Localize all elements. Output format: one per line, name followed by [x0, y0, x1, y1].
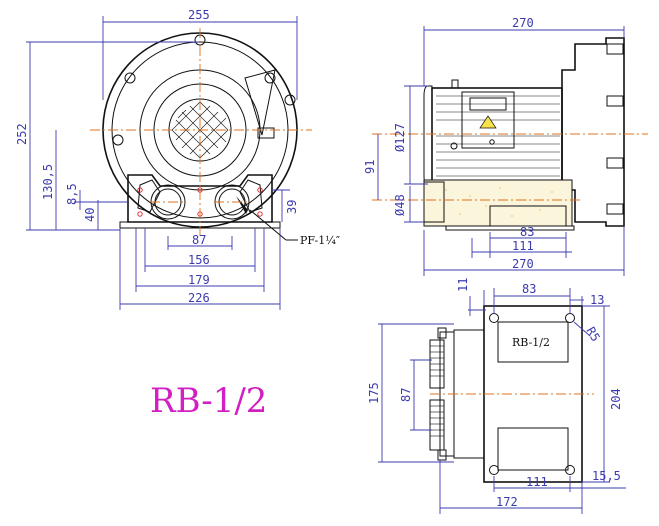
- fan-grille: [171, 101, 229, 159]
- dim-front-offset: 8,5: [65, 183, 79, 205]
- dim-front-feet-holes: 179: [188, 273, 210, 287]
- dim-plan-right-204: 204: [609, 388, 623, 410]
- front-dimension-lines: [26, 16, 298, 310]
- dim-plan-bottom-15-5: 15,5: [592, 469, 621, 483]
- dim-plan-top-83: 83: [522, 282, 536, 296]
- dim-front-port-height: 39: [285, 200, 299, 214]
- dim-side-motor-diameter: Ø127: [393, 123, 407, 152]
- dim-side-outlet-diameter: Ø48: [393, 194, 407, 216]
- terminal-box: [461, 91, 515, 149]
- dim-plan-top-13: 13: [590, 293, 604, 307]
- dim-side-feet-111: 111: [512, 239, 534, 253]
- front-view: 255 252 130,5 8,5 40 39 87 156 179 226 P…: [15, 8, 340, 310]
- dim-front-inner-feet: 156: [188, 253, 210, 267]
- dim-front-port-spacing: 87: [192, 233, 206, 247]
- plate-label: RB-1/2: [512, 336, 550, 349]
- dim-front-width-top: 255: [188, 8, 210, 22]
- dim-plan-left-175: 175: [367, 382, 381, 404]
- dim-side-length-bottom: 270: [512, 257, 534, 271]
- model-title: RB-1/2: [150, 381, 267, 421]
- warning-icon: [479, 115, 497, 129]
- dim-plan-top-11: 11: [456, 278, 470, 292]
- plan-dimension-lines: [378, 288, 626, 514]
- dim-plan-left-87: 87: [399, 388, 413, 402]
- dim-front-center-height: 130,5: [41, 164, 55, 200]
- dim-front-base-height: 40: [83, 208, 97, 222]
- side-view: 270 Ø127 Ø48 91 83 111 270: [363, 16, 648, 276]
- dim-front-height-total: 252: [15, 123, 29, 145]
- dim-plan-bottom-172: 172: [496, 495, 518, 509]
- port-thread-note: PF-1¼″: [300, 234, 340, 247]
- dim-plan-bottom-111: 111: [526, 475, 548, 489]
- dim-side-length-top: 270: [512, 16, 534, 30]
- dim-side-feet-83: 83: [520, 225, 534, 239]
- plan-view: RB-1/2: [367, 278, 626, 514]
- side-dimension-lines: [377, 26, 625, 276]
- nameplate: [497, 321, 569, 363]
- dim-plan-radius: R5: [583, 325, 602, 345]
- dim-side-center-height: 91: [363, 160, 377, 174]
- dim-front-base-width: 226: [188, 291, 210, 305]
